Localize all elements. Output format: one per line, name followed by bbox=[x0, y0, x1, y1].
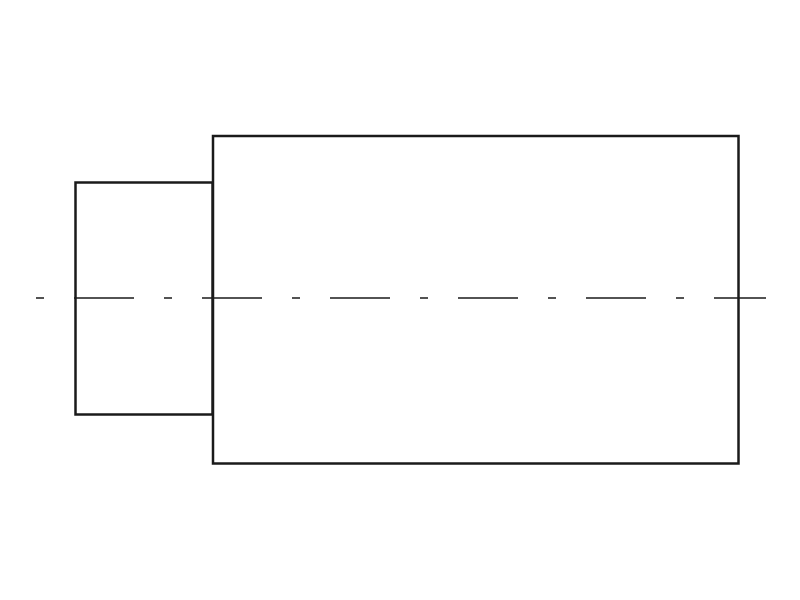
large-cylinder-section bbox=[211, 134, 740, 465]
